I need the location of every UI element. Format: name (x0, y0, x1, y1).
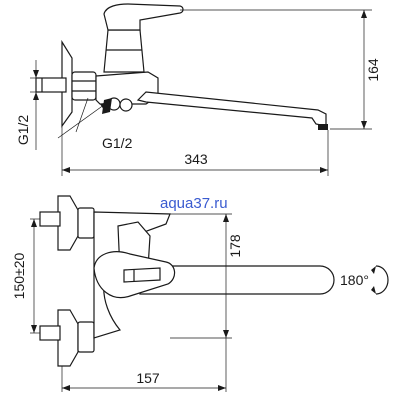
front-eccentric-top (39, 211, 61, 227)
dimension-343-label: 343 (184, 151, 208, 167)
thread-vertical-dimension: G1/2 (15, 60, 39, 150)
dimension-178-label: 178 (227, 234, 243, 258)
side-diverter-knob-2 (119, 98, 133, 112)
side-nut (71, 71, 97, 101)
side-spout (136, 91, 327, 127)
front-wall-plate-top (57, 195, 79, 251)
thread-vertical-label: G1/2 (15, 115, 31, 146)
side-view: 164 343 G1/2 G1/2 (15, 3, 381, 176)
thread-angled-label: G1/2 (102, 135, 133, 151)
side-aerator (318, 124, 328, 130)
dimension-164: 164 (180, 9, 381, 130)
dimension-157: 157 (61, 338, 227, 392)
side-wall-plate (61, 39, 73, 128)
side-lever-handle (103, 3, 184, 31)
front-eccentric-bottom (39, 325, 61, 341)
dimension-164-label: 164 (365, 58, 381, 82)
side-eccentric (35, 77, 67, 93)
side-diverter-lever (102, 98, 112, 114)
thread-angled-dimension: G1/2 (57, 97, 133, 151)
rotation-indicator: 180° (340, 265, 389, 295)
front-view: 180° 178 150±20 157 (11, 195, 389, 392)
dimension-150-20: 150±20 (11, 218, 40, 334)
dimension-157-label: 157 (136, 370, 160, 386)
front-nut-top (77, 207, 95, 239)
watermark-text: aqua37.ru (160, 195, 228, 212)
dimension-178: 178 (170, 213, 243, 339)
front-spout (139, 265, 335, 295)
front-wall-plate-bottom (57, 309, 79, 367)
side-cartridge-column (103, 29, 145, 73)
rotation-label: 180° (340, 272, 369, 288)
dimension-343: 343 (61, 126, 329, 176)
dimension-150-20-label: 150±20 (11, 252, 27, 299)
front-lever-inner (123, 267, 161, 283)
front-nut-bottom (77, 321, 95, 353)
